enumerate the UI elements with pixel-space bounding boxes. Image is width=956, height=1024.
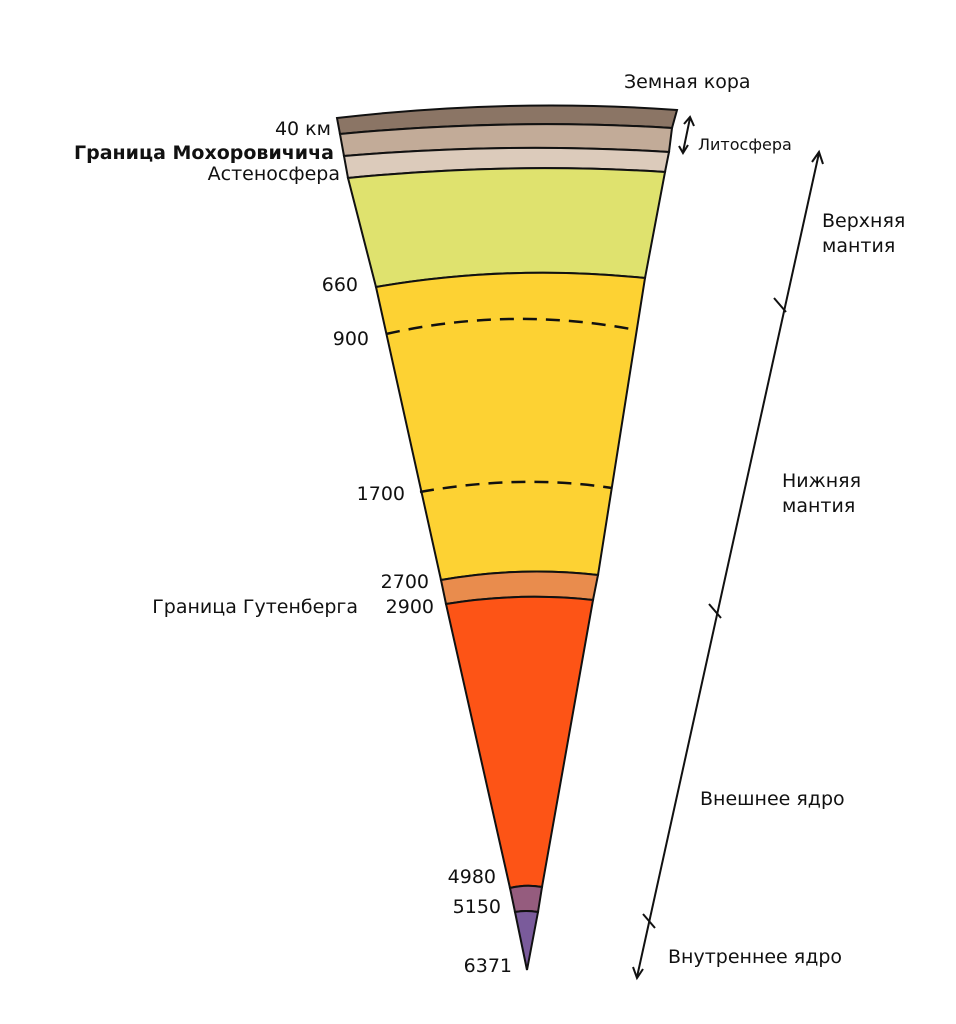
earth-wedge — [335, 104, 679, 971]
label-depth-2700: 2700 — [381, 571, 429, 593]
label-depth-40: 40 км — [275, 118, 331, 140]
label-lithosphere: Литосфера — [698, 135, 792, 154]
layer-transition — [508, 884, 544, 914]
axis-tick-upper-lower — [773, 297, 787, 313]
label-depth-4980: 4980 — [448, 866, 496, 888]
label-depth-5150: 5150 — [453, 896, 501, 918]
depth-axis-arrow — [632, 149, 824, 981]
label-upper-mantle-1: Верхняя — [822, 210, 905, 232]
label-upper-mantle-2: мантия — [822, 235, 895, 257]
axis-tick-lower-outer — [708, 603, 722, 619]
label-crust: Земная кора — [624, 71, 751, 93]
label-moho: Граница Мохоровичича — [74, 142, 334, 164]
label-depth-2900: 2900 — [386, 596, 434, 618]
label-asthenosphere: Астеносфера — [208, 163, 340, 185]
lithosphere-bracket-arrow — [678, 115, 695, 155]
label-lower-mantle-2: мантия — [782, 495, 855, 517]
label-depth-660: 660 — [322, 274, 358, 296]
layer-upper-mantle — [346, 167, 667, 289]
label-outer-core: Внешнее ядро — [700, 788, 845, 810]
label-depth-6371: 6371 — [464, 955, 512, 977]
boundary-1700-dashed — [419, 480, 613, 494]
axis-tick-outer-inner — [642, 913, 656, 929]
layer-outer-core — [444, 595, 595, 890]
layer-inner-core — [513, 910, 540, 971]
label-depth-1700: 1700 — [357, 483, 405, 505]
label-lower-mantle-1: Нижняя — [782, 470, 861, 492]
label-inner-core: Внутреннее ядро — [668, 946, 842, 968]
boundary-900-dashed — [385, 317, 637, 336]
label-gutenberg: Граница Гутенберга — [152, 596, 358, 618]
label-depth-900: 900 — [333, 328, 369, 350]
